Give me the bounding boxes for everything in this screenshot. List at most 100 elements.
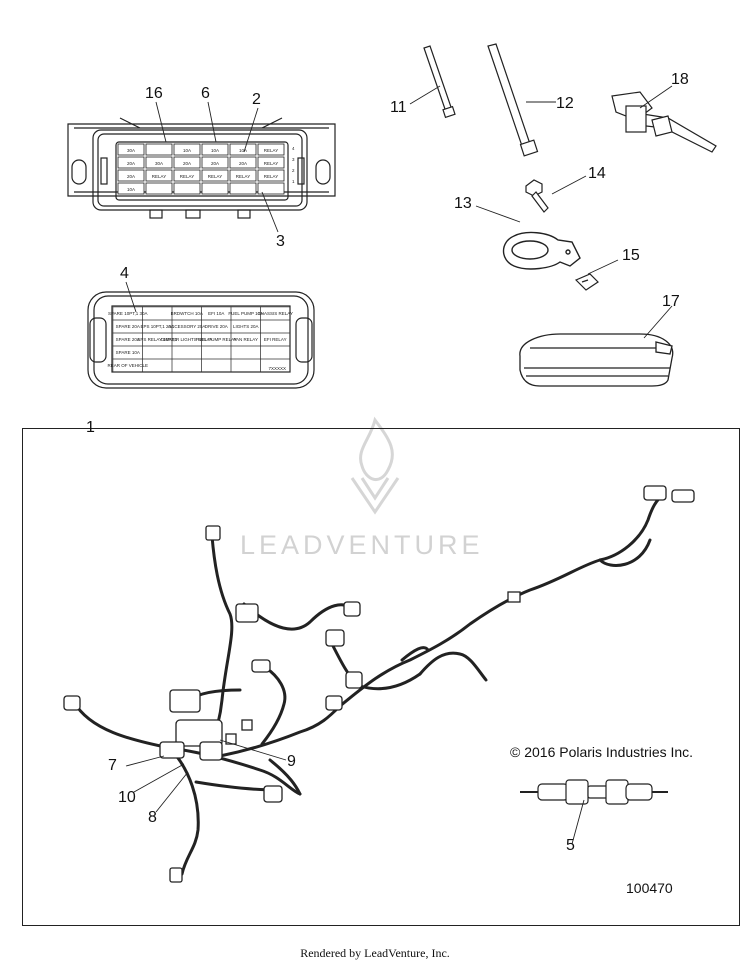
- fuse-slot: [201, 143, 229, 156]
- fuse-label-text: FAN RELAY: [234, 337, 258, 342]
- fuse-slot: [201, 156, 229, 169]
- fuse-label-text: ACCESSORY 20A: [168, 324, 205, 329]
- callout-16: 16: [145, 85, 163, 102]
- fuse-slot: [201, 169, 229, 182]
- callout-8: 8: [148, 809, 157, 826]
- fuse-label-cell: [201, 358, 232, 373]
- harness-connectors: [63, 485, 695, 883]
- callout-12: 12: [556, 95, 574, 112]
- fuse-label-text: DRIVE 20A: [205, 324, 228, 329]
- fuse-slot: [257, 182, 285, 195]
- callout-2: 2: [252, 91, 261, 108]
- cable-tie-large: [487, 43, 539, 157]
- fuse-slot: [257, 169, 285, 182]
- fuse-slot: [229, 182, 257, 195]
- fuse-slot-label: 10A: [211, 148, 219, 153]
- fuse-side-number: 4: [292, 146, 295, 151]
- fuse-label-text: BRDWTCH 10A: [171, 311, 203, 316]
- fuse-slot-label: 30A: [155, 161, 163, 166]
- fuse-slot-label: 10A: [127, 187, 135, 192]
- fuse-side-number: 3: [292, 157, 295, 162]
- fuse-slot: [145, 156, 173, 169]
- fuse-slot: [229, 156, 257, 169]
- callout-17: 17: [662, 293, 680, 310]
- fuse-slot: [117, 169, 145, 182]
- callout-5: 5: [566, 837, 575, 854]
- fuse-label-text: LIGHTS 20A: [233, 324, 259, 329]
- callout-9: 9: [287, 753, 296, 770]
- watermark-logo: [350, 416, 400, 515]
- fuse-slot-label: 10A: [183, 148, 191, 153]
- fuse-box: [67, 117, 336, 219]
- p-clamp: [502, 231, 581, 270]
- fuse-slot: [229, 169, 257, 182]
- fuse-label-text: CHASSIS RELAY: [258, 311, 293, 316]
- fuse-label-cell: [142, 345, 173, 360]
- callout-6: 6: [201, 85, 210, 102]
- fuse-label-text: SPARE 20A: [116, 337, 140, 342]
- fuse-slot-label: RELAY: [180, 174, 194, 179]
- callout-13: 13: [454, 195, 472, 212]
- callout-11: 11: [390, 99, 407, 116]
- callout-18: 18: [671, 71, 689, 88]
- callout-10: 10: [118, 789, 136, 806]
- fuse-slot-label: 20A: [127, 161, 135, 166]
- fuse-slot: [145, 169, 173, 182]
- figure-id: 100470: [626, 880, 673, 896]
- screw: [525, 179, 549, 213]
- fuse-slot-label: RELAY: [152, 174, 166, 179]
- fuse-slot-label: 20A: [211, 161, 219, 166]
- fuse-slot: [257, 156, 285, 169]
- push-mount-tie: [611, 91, 717, 153]
- fuse-slot: [173, 169, 201, 182]
- fuse-slot: [145, 182, 173, 195]
- fuse-label-cell: [171, 345, 202, 360]
- fuse-label-cell: [171, 358, 202, 373]
- fuse-label-part-number: 7XXXXX: [268, 366, 286, 371]
- fuse-slot: [201, 182, 229, 195]
- callout-3: 3: [276, 233, 285, 250]
- callout-14: 14: [588, 165, 606, 182]
- fuse-side-number: 1: [292, 179, 295, 184]
- footer-credit: Rendered by LeadVenture, Inc.: [300, 946, 450, 960]
- fuse-label-text: FUEL PUMP 10A: [228, 311, 263, 316]
- callout-1: 1: [86, 419, 95, 436]
- fuse-label-text: EPS RELAY 10PT,1: [137, 337, 177, 342]
- fuse-jumper: [520, 779, 668, 805]
- tinnerman-clip: [574, 273, 599, 291]
- fuse-slot-label: 30A: [127, 148, 135, 153]
- callout-7: 7: [108, 757, 117, 774]
- fuse-label-text: EPS 10PT,1 20A: [140, 324, 174, 329]
- fuse-label-text: EFI 10A: [208, 311, 224, 316]
- fuse-label-text: DIMMER LIGHTS RELAY: [161, 337, 212, 342]
- fuse-slot: [145, 143, 173, 156]
- fuse-label-text: REAR OF VEHICLE: [107, 363, 148, 368]
- callout-4: 4: [120, 265, 129, 282]
- copyright-notice: © 2016 Polaris Industries Inc.: [510, 744, 694, 760]
- fuse-slot-label: RELAY: [264, 174, 278, 179]
- fuse-slot: [173, 182, 201, 195]
- fuse-slot: [173, 143, 201, 156]
- fuse-label-cell: [230, 345, 261, 360]
- harness-frame: [22, 428, 740, 926]
- fuse-slot: [173, 156, 201, 169]
- fuse-label-text: SPARE 10PT,1 30A: [108, 311, 147, 316]
- fuse-slot: [117, 182, 145, 195]
- watermark: LEADVENTURE: [240, 530, 484, 560]
- fuse-slot-label: RELAY: [208, 174, 222, 179]
- callout-15: 15: [622, 247, 640, 264]
- fuse-slot-label: 20A: [239, 161, 247, 166]
- fuse-label-cell: [260, 319, 291, 334]
- fuse-slot-label: RELAY: [264, 161, 278, 166]
- fuse-slot: [257, 143, 285, 156]
- fuse-slot: [117, 143, 145, 156]
- fuse-slot-label: RELAY: [264, 148, 278, 153]
- fuse-box-cover: [519, 333, 674, 387]
- fuse-label-text: FUEL PUMP RELAY: [196, 337, 237, 342]
- fuse-slot-label: 20A: [127, 174, 135, 179]
- fuse-slot-label: RELAY: [236, 174, 250, 179]
- fuse-label-cell: [201, 345, 232, 360]
- fuse-label-cell: [230, 358, 261, 373]
